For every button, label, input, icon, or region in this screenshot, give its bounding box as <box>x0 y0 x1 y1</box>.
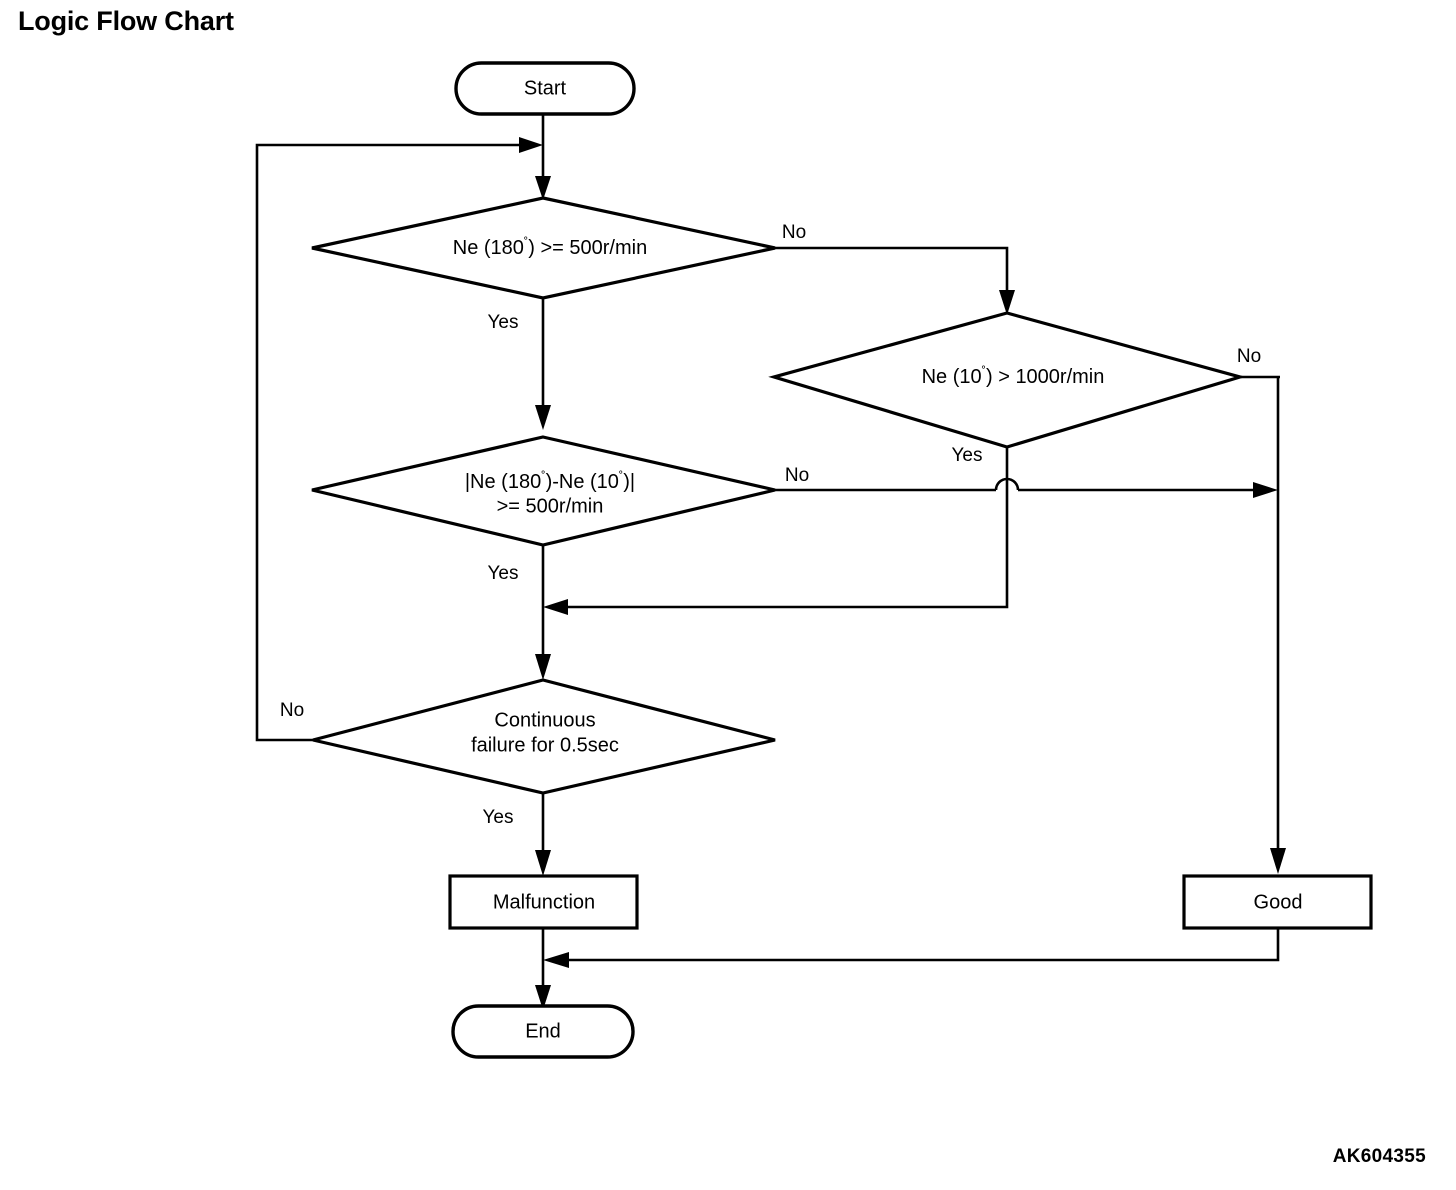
arrowhead-loopback-join <box>519 137 543 153</box>
node-malfunction[interactable] <box>448 874 639 930</box>
node-decision-continuous[interactable] <box>312 678 776 795</box>
arrowhead-ne180-no <box>999 290 1015 315</box>
arrowhead-continuous-yes <box>535 850 551 876</box>
arrowhead-good-to-end <box>543 952 569 968</box>
node-decision-ne180-label: Ne (180˚) >= 500r/min <box>453 235 647 259</box>
edge-label-ne10-yes: Yes <box>952 445 983 466</box>
edge-good-to-end <box>560 928 1280 962</box>
arrowhead-diff-yes <box>535 654 551 680</box>
node-start-label: Start <box>524 77 567 99</box>
arrowhead-ne10-no-to-good <box>1270 848 1286 874</box>
arrowhead-ne10-yes-join <box>543 599 568 615</box>
page-title: Logic Flow Chart <box>18 6 234 36</box>
edge-label-ne180-no: No <box>782 222 806 243</box>
arrowhead-diff-no <box>1253 482 1278 498</box>
node-end[interactable] <box>451 1004 635 1059</box>
arrowhead-malfunction-to-end <box>535 985 551 1010</box>
node-decision-diff-label-line2: >= 500r/min <box>497 495 604 517</box>
node-decision-diff-label-line1: |Ne (180˚)-Ne (10˚)| <box>465 469 635 493</box>
figure-code: AK604355 <box>1332 1146 1426 1167</box>
node-malfunction-label: Malfunction <box>493 891 595 913</box>
node-start[interactable] <box>454 61 636 116</box>
edge-label-ne10-no: No <box>1237 346 1261 367</box>
arrowhead-start-to-ne180 <box>535 176 551 200</box>
edge-label-diff-yes: Yes <box>488 563 519 584</box>
edge-diff-no-line-hop <box>994 477 1020 491</box>
edge-label-ne180-yes: Yes <box>488 312 519 333</box>
node-decision-ne180[interactable] <box>311 196 776 300</box>
edge-label-diff-no: No <box>785 465 809 486</box>
node-end-label: End <box>525 1020 561 1042</box>
node-decision-diff[interactable] <box>311 435 776 547</box>
arrowhead-ne180-yes <box>535 405 551 430</box>
node-decision-continuous-label-line1: Continuous <box>494 709 595 731</box>
edge-continuous-no-loopback <box>255 143 521 742</box>
edge-label-continuous-yes: Yes <box>483 807 514 828</box>
node-decision-continuous-label-line2: failure for 0.5sec <box>471 734 619 756</box>
edge-ne10-yes-to-continuous <box>557 447 1009 609</box>
edge-label-continuous-no: No <box>280 700 304 721</box>
node-good[interactable] <box>1182 874 1373 930</box>
node-good-label: Good <box>1254 891 1303 913</box>
node-decision-ne10-label: Ne (10˚) > 1000r/min <box>922 364 1105 388</box>
edge-ne180-no <box>775 246 1009 305</box>
node-decision-ne10[interactable] <box>768 311 1246 449</box>
